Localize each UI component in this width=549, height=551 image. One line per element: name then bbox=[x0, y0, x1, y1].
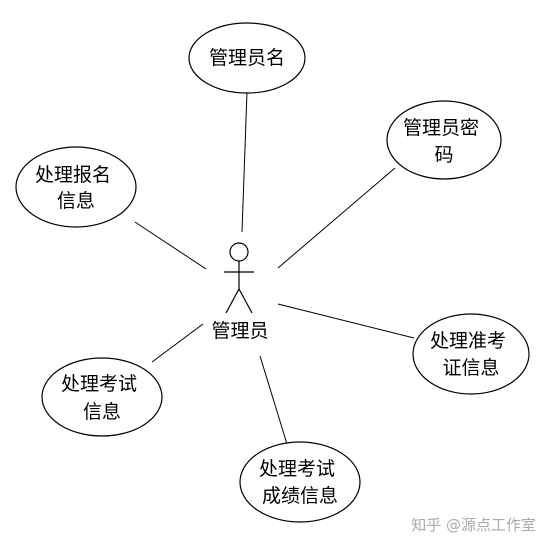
use-case-label: 管理员密 码 bbox=[403, 117, 485, 166]
actor-head bbox=[229, 242, 249, 262]
use-case-handle-admission-ticket: 处理准考 证信息 bbox=[412, 313, 530, 395]
watermark-text: 知乎 @源点工作室 bbox=[411, 516, 536, 534]
use-case-label: 管理员名 bbox=[209, 47, 285, 69]
use-case-admin-name: 管理员名 bbox=[188, 22, 306, 94]
use-case-label: 处理准考 证信息 bbox=[430, 330, 512, 379]
connector-handle-registration bbox=[134, 221, 207, 270]
connector-handle-admission-ticket bbox=[277, 303, 415, 339]
actor-right-leg bbox=[238, 288, 253, 314]
actor-label: 管理员 bbox=[211, 320, 268, 342]
connector-handle-exam-scores bbox=[259, 355, 288, 445]
connector-admin-name bbox=[241, 91, 248, 233]
connector-admin-password bbox=[277, 167, 396, 269]
actor-left-leg bbox=[225, 288, 240, 314]
use-case-handle-registration: 处理报名 信息 bbox=[15, 146, 137, 228]
use-case-label: 处理报名 信息 bbox=[35, 164, 117, 212]
actor-figure bbox=[224, 242, 254, 314]
use-case-label: 处理考试 信息 bbox=[61, 373, 143, 423]
use-case-label: 处理考试 成绩信息 bbox=[259, 458, 341, 507]
use-case-handle-exam-scores: 处理考试 成绩信息 bbox=[239, 441, 361, 523]
use-case-handle-exam-info: 处理考试 信息 bbox=[41, 357, 163, 437]
use-case-admin-password: 管理员密 码 bbox=[386, 100, 502, 180]
connector-handle-exam-info bbox=[151, 323, 204, 363]
